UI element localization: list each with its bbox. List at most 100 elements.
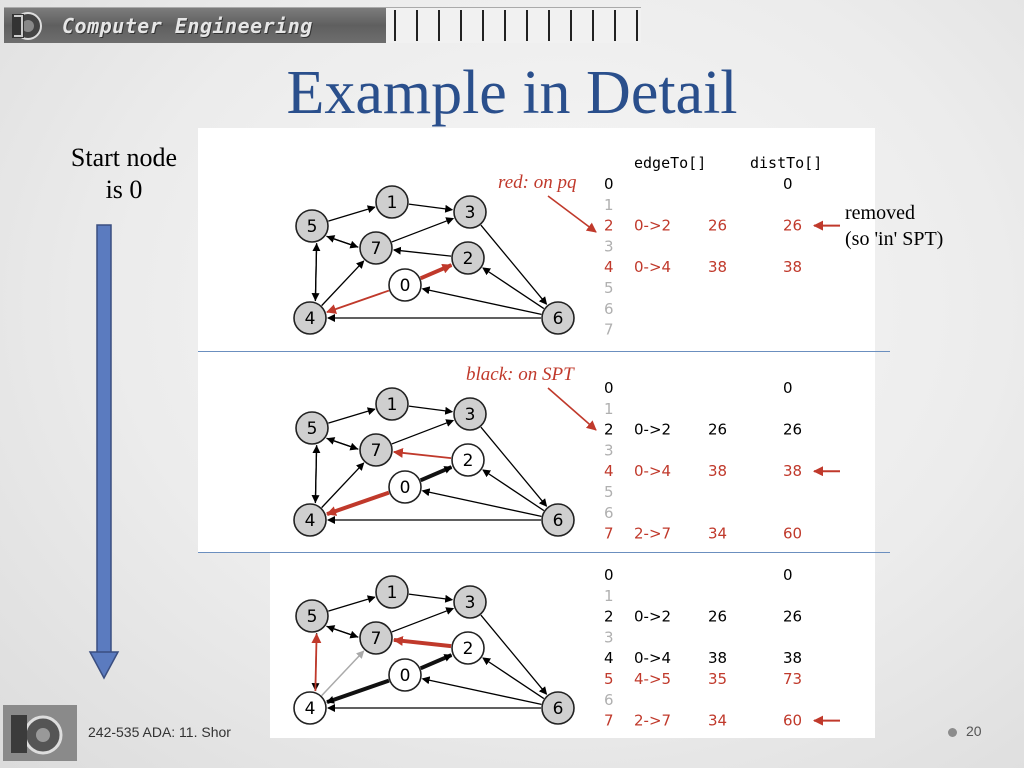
table-vertex: 4	[604, 258, 614, 276]
table-distTo: 60	[783, 525, 802, 543]
node-2	[451, 443, 485, 477]
table-distTo: 38	[783, 649, 802, 667]
table-distTo: 73	[783, 670, 802, 688]
footer-course: 242-535 ADA: 11. Shor	[88, 724, 231, 740]
table-edgeTo: 0->4	[634, 462, 671, 480]
table-vertex: 1	[604, 400, 614, 418]
removed-line2: (so 'in' SPT)	[845, 228, 944, 250]
edge-0-2	[419, 263, 453, 281]
table-weight: 34	[708, 525, 727, 543]
node-7	[359, 621, 393, 655]
table-vertex: 1	[604, 196, 614, 214]
node-0	[388, 470, 422, 504]
table-vertex: 3	[604, 237, 614, 255]
table-weight: 35	[708, 670, 727, 688]
node-2	[451, 241, 485, 275]
node-label-3: 3	[465, 203, 476, 223]
start-node-note: Start node is 0	[40, 142, 208, 206]
node-6	[541, 503, 575, 537]
node-1	[375, 387, 409, 421]
slide-title: Example in Detail	[286, 59, 738, 127]
node-5	[295, 599, 329, 633]
legend-annotation: red: on pq	[498, 172, 577, 193]
node-5	[295, 411, 329, 445]
node-label-4: 4	[305, 699, 316, 719]
header-edgeTo: edgeTo[]	[634, 154, 706, 172]
edge-6-2	[482, 267, 545, 310]
table-distTo: 38	[783, 462, 802, 480]
edge-1-3	[408, 593, 454, 603]
node-3	[453, 397, 487, 431]
edge-4-7	[321, 462, 365, 509]
table-weight: 26	[708, 608, 727, 626]
table-distTo: 26	[783, 608, 802, 626]
edge-0-4	[326, 678, 390, 704]
edge-3-6	[480, 224, 548, 305]
edge-7-3	[391, 419, 455, 445]
node-label-2: 2	[463, 249, 474, 269]
down-arrow-icon	[88, 224, 120, 680]
table-vertex: 0	[604, 566, 614, 584]
footer-logo-icon	[3, 705, 77, 761]
table-distTo: 0	[783, 566, 793, 584]
edge-4-7	[321, 260, 365, 307]
table-edgeTo: 2->7	[634, 712, 671, 730]
edge-6-0	[421, 286, 542, 316]
node-label-0: 0	[400, 666, 411, 686]
edge-4-5	[312, 243, 321, 302]
edge-5-1	[328, 205, 376, 222]
table-weight: 34	[708, 712, 727, 730]
node-label-4: 4	[305, 309, 316, 329]
table-vertex: 4	[604, 462, 614, 480]
edge-1-3	[408, 203, 454, 213]
banner-stripes	[386, 8, 641, 43]
table-vertex: 3	[604, 441, 614, 459]
panel-divider-1	[198, 351, 890, 352]
removed-note: removed (so 'in' SPT)	[845, 200, 943, 252]
edge-1-3	[408, 405, 454, 415]
edge-0-4	[326, 289, 390, 314]
node-1	[375, 575, 409, 609]
node-label-7: 7	[371, 629, 382, 649]
table-vertex: 6	[604, 691, 614, 709]
banner-title: Computer Engineering	[62, 14, 313, 38]
node-3	[453, 195, 487, 229]
table-vertex: 4	[604, 649, 614, 667]
annotation-arrow	[547, 195, 597, 233]
table-weight: 26	[708, 217, 727, 235]
table-vertex: 5	[604, 279, 614, 297]
table-weight: 26	[708, 421, 727, 439]
node-0	[388, 658, 422, 692]
table-distTo: 60	[783, 712, 802, 730]
node-label-3: 3	[465, 593, 476, 613]
edge-0-4	[326, 490, 390, 516]
node-4	[293, 301, 327, 335]
node-label-4: 4	[305, 511, 316, 531]
node-4	[293, 503, 327, 537]
table-edgeTo: 0->4	[634, 649, 671, 667]
edge-7-5	[326, 235, 359, 248]
edge-0-2	[419, 653, 453, 671]
legend-annotation: black: on SPT	[466, 364, 575, 385]
node-7	[359, 433, 393, 467]
table-distTo: 0	[783, 175, 793, 193]
table-edgeTo: 0->2	[634, 217, 671, 235]
start-note-line2: is 0	[105, 175, 143, 204]
removed-line1: removed	[845, 202, 915, 224]
edge-0-2	[419, 465, 453, 483]
edge-3-6	[480, 426, 548, 507]
node-label-6: 6	[553, 309, 564, 329]
table-vertex: 0	[604, 379, 614, 397]
table-vertex: 2	[604, 217, 614, 235]
node-0	[388, 268, 422, 302]
node-6	[541, 301, 575, 335]
table-edgeTo: 0->2	[634, 421, 671, 439]
edge-7-3	[391, 217, 455, 243]
table-edgeTo: 4->5	[634, 670, 671, 688]
node-label-7: 7	[371, 239, 382, 259]
table-weight: 38	[708, 649, 727, 667]
annotation-arrow	[547, 387, 597, 431]
edge-4-5	[312, 445, 321, 504]
